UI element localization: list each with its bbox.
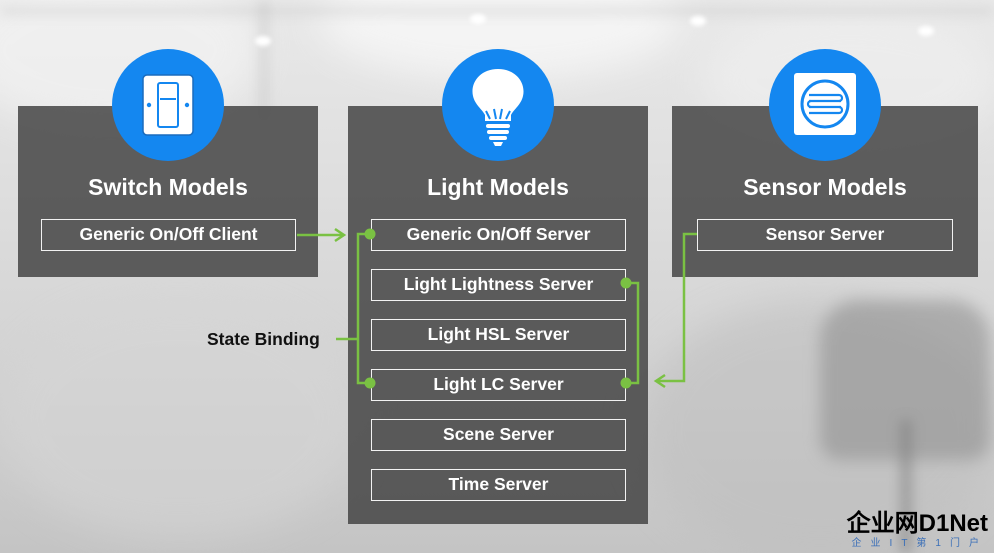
light-hsl-server-box: Light HSL Server (371, 319, 626, 351)
sensor-server-box: Sensor Server (697, 219, 953, 251)
sensor-icon-circle (769, 49, 881, 161)
light-icon-circle (442, 49, 554, 161)
switch-models-panel: Switch Models (18, 106, 318, 277)
time-server-box: Time Server (371, 469, 626, 501)
sensor-models-title: Sensor Models (743, 174, 907, 200)
watermark-tagline: 企业IT第1门户 (851, 538, 988, 549)
watermark-brand: 企业网D1Net (846, 510, 988, 537)
client-server-arrowhead (334, 227, 347, 243)
light-bulb-icon (472, 69, 524, 146)
generic-onoff-client-box: Generic On/Off Client (41, 219, 296, 251)
sensor-lc-connector (656, 232, 697, 383)
binding-dot-onoff (364, 228, 376, 240)
switch-icon-circle (112, 49, 224, 161)
light-models-panel: Light Models (348, 106, 648, 524)
binding-dot-lc-right (620, 377, 632, 389)
lightness-lc-bracket (626, 281, 640, 385)
light-models-title: Light Models (427, 174, 569, 200)
scene-server-box: Scene Server (371, 419, 626, 451)
switch-models-title: Switch Models (88, 174, 248, 200)
state-binding-label: State Binding (207, 329, 320, 349)
binding-dot-lc-left (364, 377, 376, 389)
light-switch-icon (142, 74, 194, 136)
watermark: 企业网D1Net 企业IT第1门户 (847, 503, 988, 549)
sensor-icon (794, 73, 856, 135)
sensor-lc-arrowhead (653, 373, 666, 389)
state-binding-bracket (356, 232, 370, 385)
binding-dot-lightness (620, 277, 632, 289)
